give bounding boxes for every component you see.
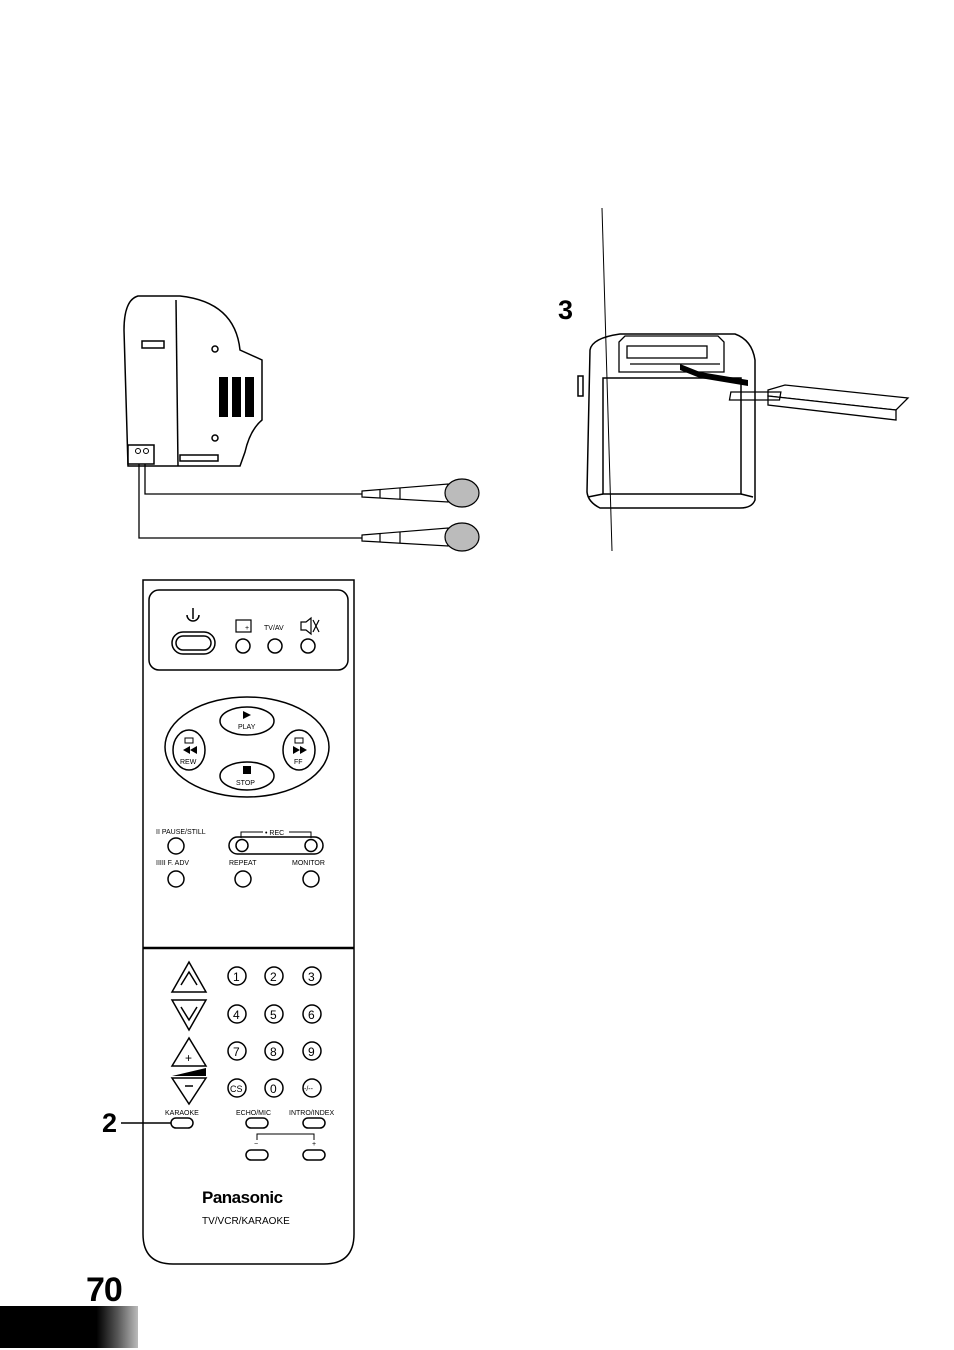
minus-label: − xyxy=(254,1141,258,1148)
monitor-label: MONITOR xyxy=(292,860,325,867)
microphone-1 xyxy=(362,479,479,507)
svg-text:6: 6 xyxy=(308,1008,315,1022)
echo-mic-label: ECHO/MIC xyxy=(236,1110,271,1117)
svg-text:CS: CS xyxy=(230,1084,243,1094)
svg-text:5: 5 xyxy=(270,1008,277,1022)
svg-text:4: 4 xyxy=(233,1008,240,1022)
plus-icon: + xyxy=(185,1051,192,1065)
callout-step-3: 3 xyxy=(558,297,573,324)
intro-index-label: INTRO/INDEX xyxy=(289,1110,334,1117)
svg-text:9: 9 xyxy=(308,1045,315,1059)
play-label: PLAY xyxy=(238,724,256,731)
callout-step-2: 2 xyxy=(102,1110,117,1137)
svg-text:-/--: -/-- xyxy=(304,1086,314,1093)
plus-label: + xyxy=(312,1141,316,1148)
svg-text:2: 2 xyxy=(270,970,277,984)
ff-label: FF xyxy=(294,759,303,766)
rec-label: • REC xyxy=(265,830,284,837)
f-adv-label: IIIII F. ADV xyxy=(156,860,189,867)
model-label: TV/VCR/KARAOKE xyxy=(202,1216,290,1227)
pause-still-label: II PAUSE/STILL xyxy=(156,829,206,836)
svg-text:7: 7 xyxy=(233,1045,240,1059)
svg-text:1: 1 xyxy=(233,970,240,984)
brand-logo: Panasonic xyxy=(202,1188,283,1207)
mic-jacks xyxy=(136,449,149,454)
microphone-cables xyxy=(139,464,372,538)
repeat-label: REPEAT xyxy=(229,860,257,867)
remote-control xyxy=(143,580,354,1264)
rew-label: REW xyxy=(180,759,197,766)
svg-text:3: 3 xyxy=(308,970,315,984)
tv-speaker-grille xyxy=(219,377,254,417)
karaoke-label: KARAOKE xyxy=(165,1110,199,1117)
microphone-2 xyxy=(362,523,479,551)
svg-text:0: 0 xyxy=(270,1082,277,1096)
stop-label: STOP xyxy=(236,780,255,787)
tv-side-view xyxy=(124,296,262,466)
tv-av-label: TV/AV xyxy=(264,625,284,632)
stop-icon xyxy=(243,766,251,774)
vcr-top-unit xyxy=(619,336,724,372)
svg-text:+: + xyxy=(245,625,249,632)
svg-text:8: 8 xyxy=(270,1045,277,1059)
page-tab-marker xyxy=(0,1306,138,1348)
page-number: 70 xyxy=(86,1271,122,1310)
video-cassette xyxy=(729,385,908,420)
